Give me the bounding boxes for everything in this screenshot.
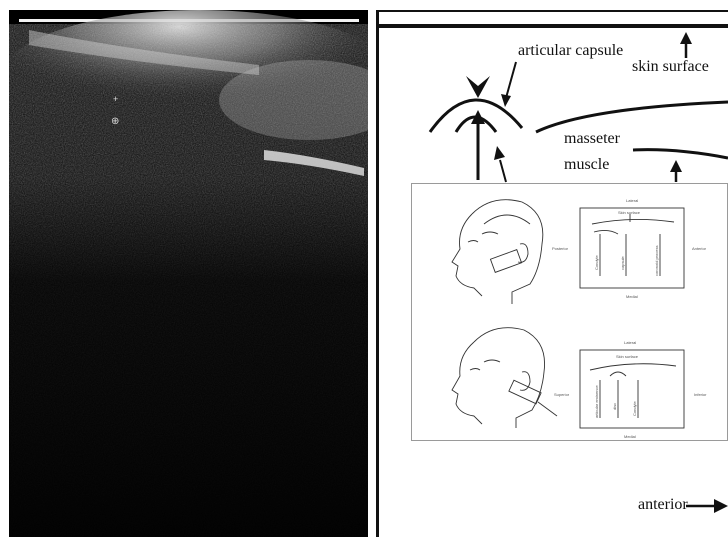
head-lateral-view-top [452, 200, 543, 304]
inset-top-posterior: Posterior [552, 246, 569, 251]
inset-bottom-disc: disc [612, 403, 617, 410]
inset-top-condyle: Condyle [594, 255, 599, 270]
inset-bottom-condyle: Condyle [632, 401, 637, 416]
svg-text:⊕: ⊕ [111, 116, 119, 127]
schematic-panel: articular capsule skin surface masseter … [376, 10, 728, 537]
inset-top-box [580, 208, 684, 288]
inset-bottom-lateral: Lateral [624, 340, 636, 345]
inset-bottom-superior: Superior [554, 392, 570, 397]
label-muscle: muscle [564, 156, 609, 174]
ultrasound-image: + ⊕ [9, 10, 368, 537]
label-articular-capsule: articular capsule [518, 42, 623, 60]
inset-bottom-articular: articular eminence [594, 385, 599, 418]
inset-top-medial: Medial [626, 294, 638, 299]
inset-top-lateral: Lateral [626, 198, 638, 203]
label-skin-surface: skin surface [632, 58, 709, 76]
label-anterior: anterior [638, 496, 688, 514]
inset-top-capsule: capsule [620, 255, 625, 270]
inset-top-coronoid: coronoid process [654, 246, 659, 276]
inset-bottom-inferior: Inferior [694, 392, 707, 397]
inset-bottom-medial: Medial [624, 434, 636, 439]
label-masseter: masseter [564, 130, 620, 148]
ultrasound-texture: + ⊕ [9, 10, 368, 537]
inset-top-skin: Skin surface [618, 210, 641, 215]
inset-bottom-skin: Skin surface [616, 354, 639, 359]
head-lateral-view-bottom [452, 328, 557, 428]
svg-text:+: + [113, 94, 118, 104]
inset-figure: Lateral Skin surface Posterior Anterior … [411, 183, 728, 441]
inset-drawing: Lateral Skin surface Posterior Anterior … [412, 184, 728, 441]
inset-top-anterior: Anterior [692, 246, 707, 251]
